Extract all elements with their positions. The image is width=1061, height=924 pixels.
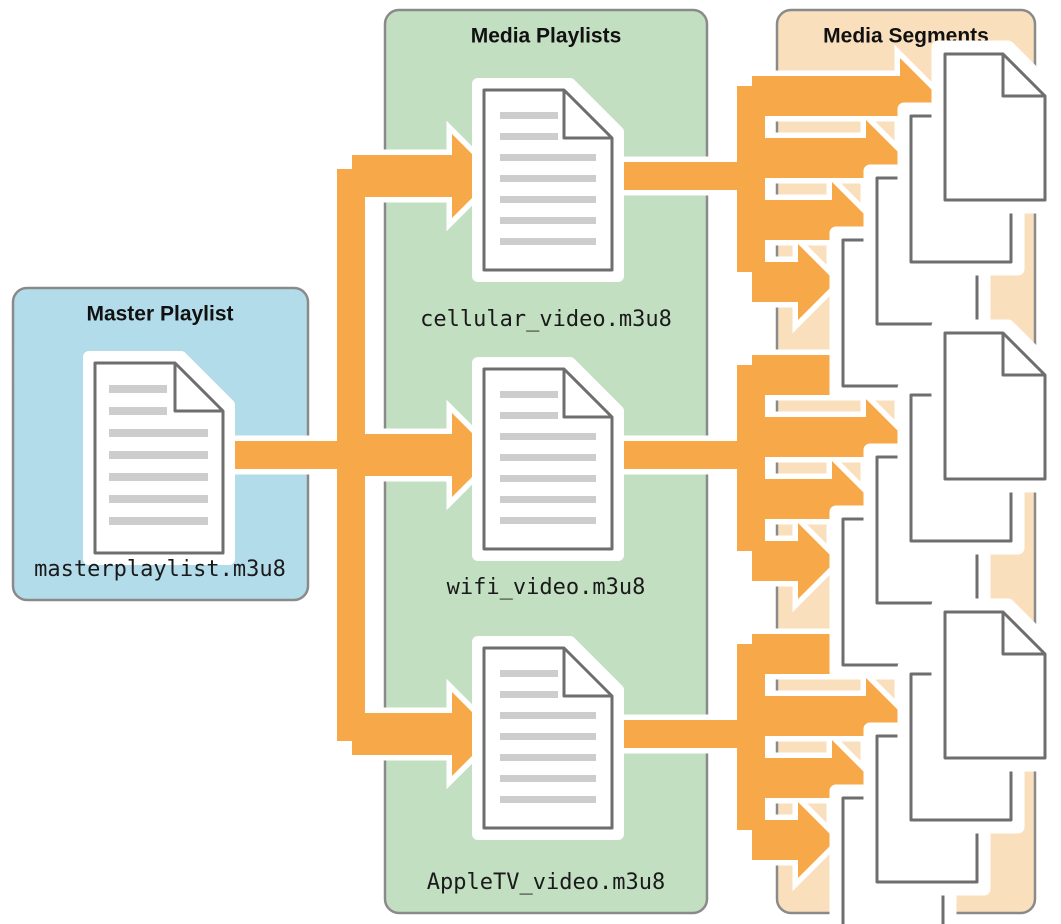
segment-document-icon[interactable] <box>938 47 1052 207</box>
arrow-right-icon-segment-4 <box>752 244 836 320</box>
flow-appletv-stem <box>613 720 752 748</box>
arrow-right-icon-to-appletv <box>352 692 494 776</box>
playlist-item-appletv: AppleTV_video.m3u8 <box>427 642 665 895</box>
master-file-label: masterplaylist.m3u8 <box>34 557 286 582</box>
arrow-right-icon-to-wifi <box>352 413 494 497</box>
playlists-panel-title: Media Playlists <box>471 25 622 48</box>
document-icon[interactable] <box>478 363 618 555</box>
playlist-item-wifi: wifi_video.m3u8 <box>447 363 646 600</box>
master-playlist-item: masterplaylist.m3u8 <box>34 357 286 582</box>
document-icon[interactable] <box>478 642 618 834</box>
document-icon[interactable] <box>89 357 229 559</box>
document-icon[interactable] <box>478 84 618 276</box>
arrow-right-icon-to-cellular <box>352 134 494 218</box>
arrow-right-icon-segment-1 <box>752 58 938 134</box>
flow-cellular-to-segments <box>607 44 946 334</box>
arrow-right-icon-segment-4 <box>752 523 836 599</box>
flow-master-to-playlists <box>229 120 502 790</box>
flow-master-stem <box>235 441 352 469</box>
playlist-file-label-appletv: AppleTV_video.m3u8 <box>427 870 665 895</box>
playlist-file-label-wifi: wifi_video.m3u8 <box>447 575 646 600</box>
master-panel-title: Master Playlist <box>86 303 233 326</box>
segment-document-icon[interactable] <box>938 326 1052 486</box>
arrow-right-icon-segment-4 <box>752 802 836 878</box>
flow-wifi-stem <box>613 441 752 469</box>
playlist-item-cellular: cellular_video.m3u8 <box>420 84 672 332</box>
playlist-file-label-cellular: cellular_video.m3u8 <box>420 307 672 332</box>
flow-cellular-stem <box>613 162 752 190</box>
segment-document-icon[interactable] <box>938 605 1052 765</box>
